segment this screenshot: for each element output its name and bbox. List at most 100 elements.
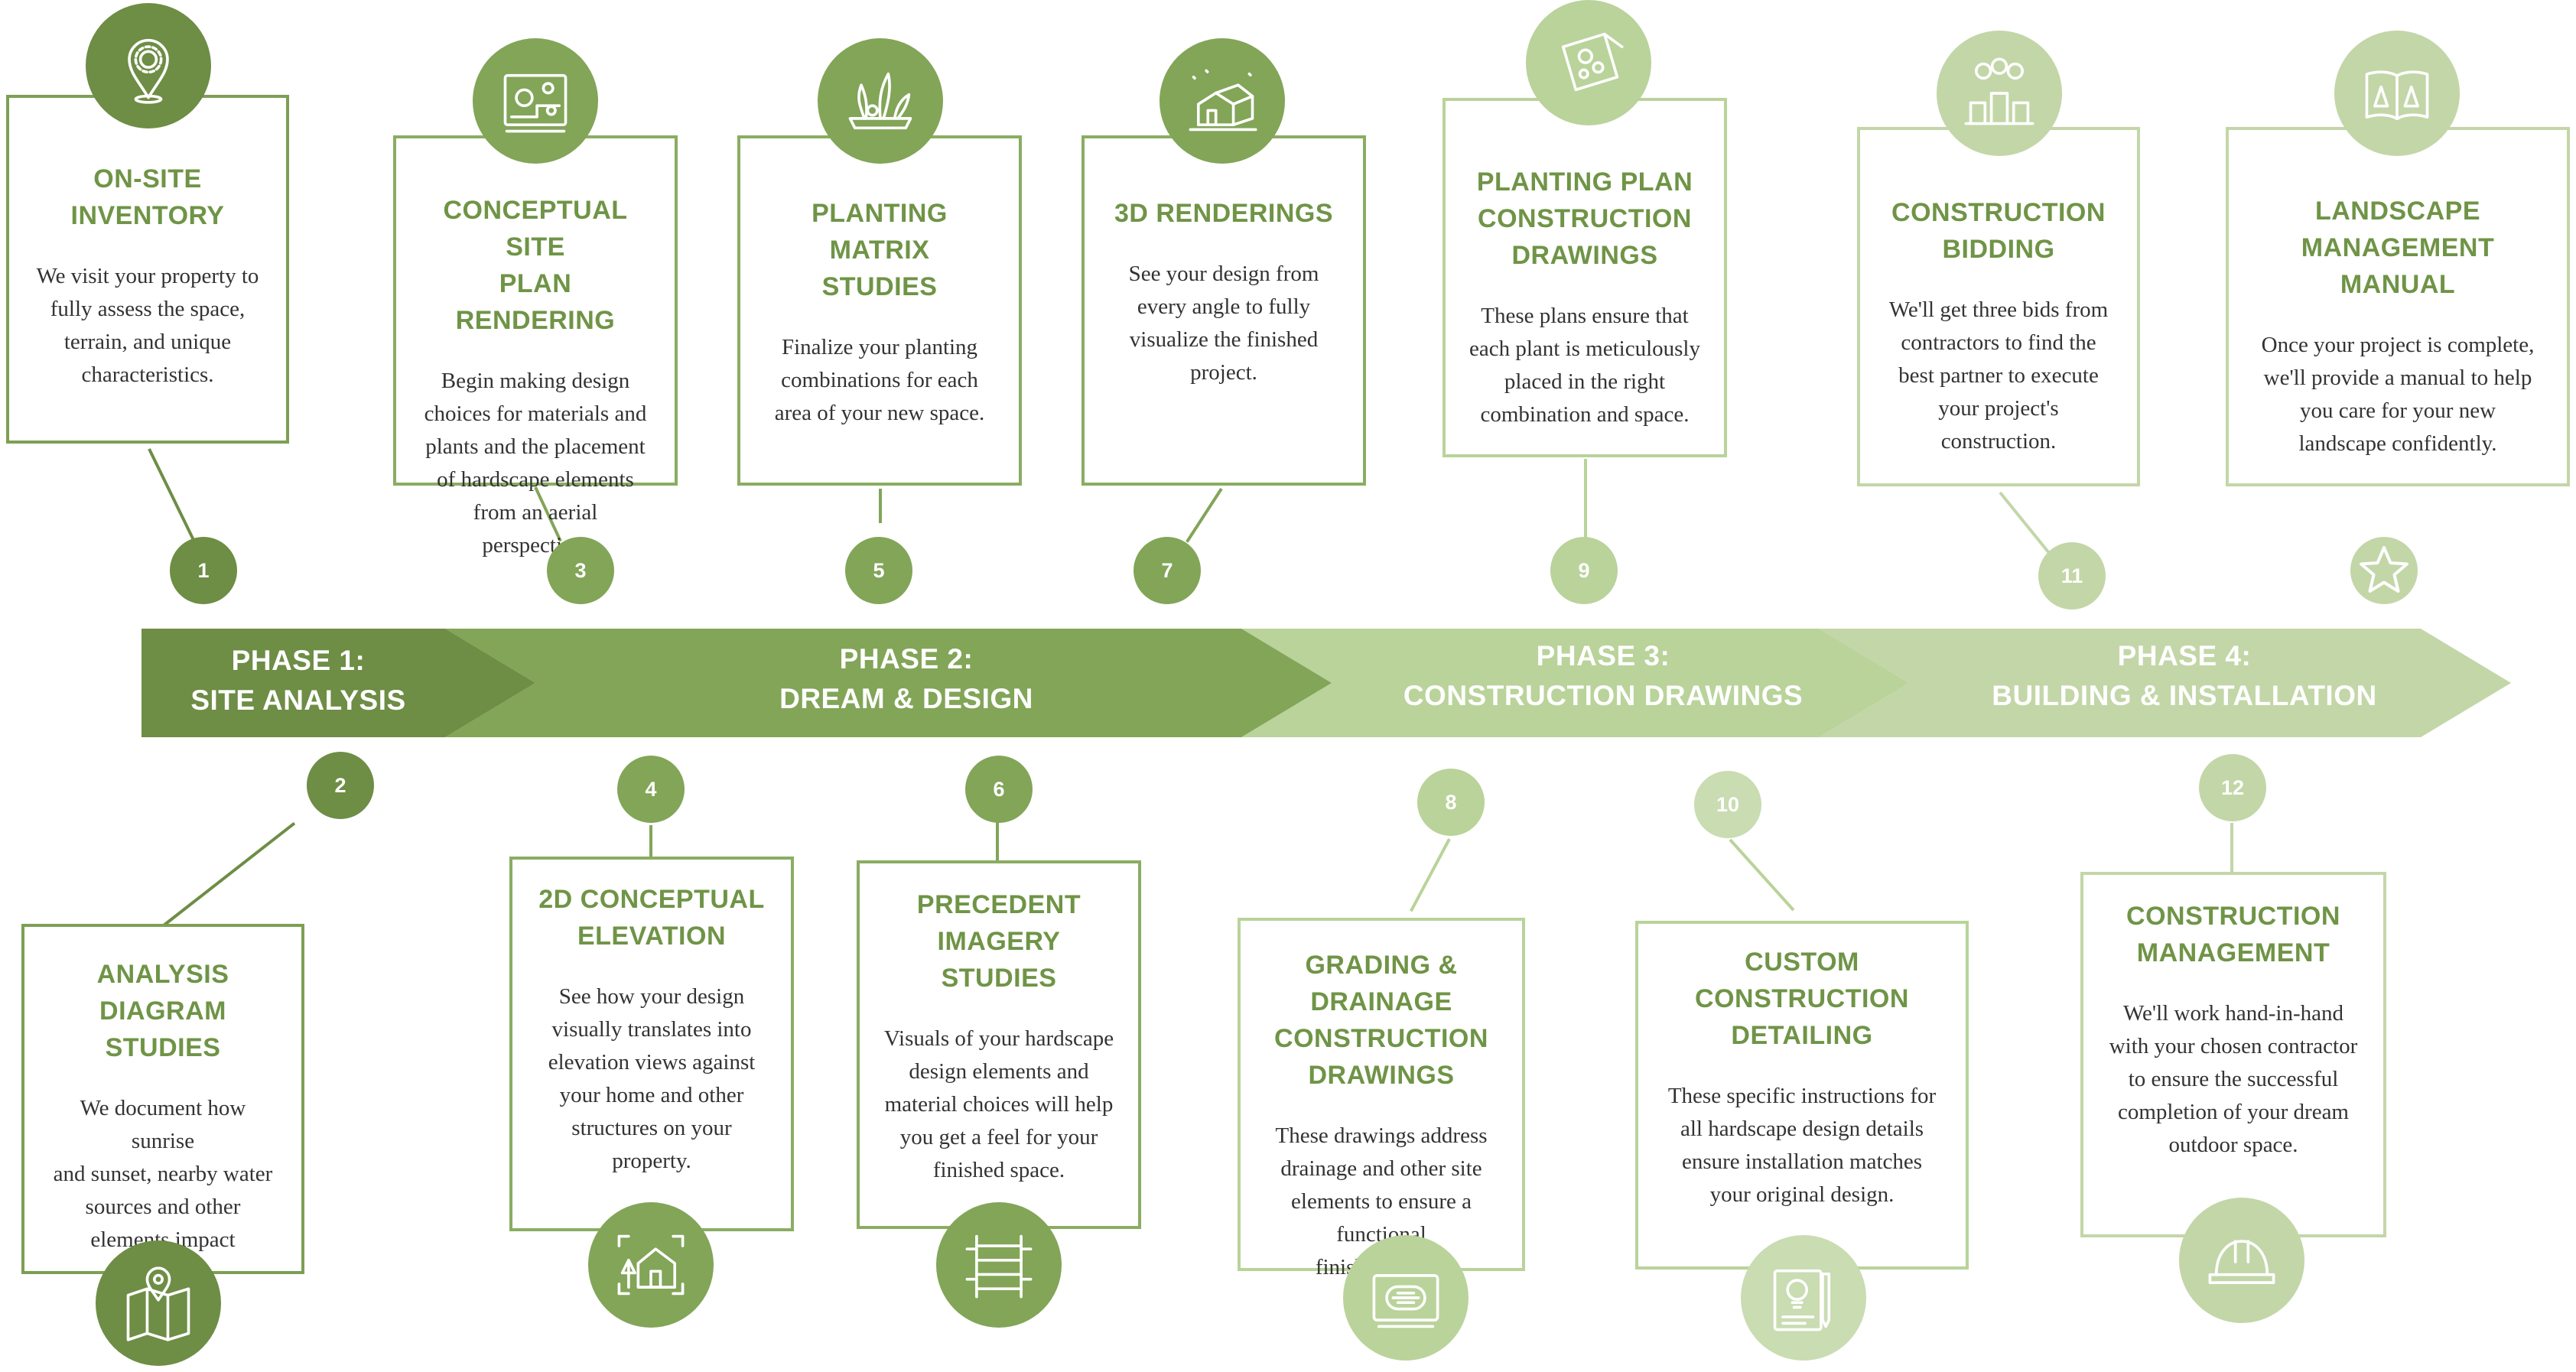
3d-house-icon bbox=[1189, 69, 1257, 132]
step-8-title: GRADING & DRAINAGE CONSTRUCTION DRAWINGS bbox=[1274, 951, 1488, 1090]
hard-hat-icon bbox=[2208, 1240, 2275, 1284]
step-8-card: GRADING & DRAINAGE CONSTRUCTION DRAWINGS… bbox=[1238, 918, 1525, 1279]
step-11-title: CONSTRUCTION BIDDING bbox=[1891, 198, 2106, 264]
phase-4-line2: BUILDING & INSTALLATION bbox=[1992, 680, 2377, 711]
phase-3-line2: CONSTRUCTION DRAWINGS bbox=[1403, 680, 1804, 711]
star-icon bbox=[2360, 546, 2408, 593]
step-8-icon-badge bbox=[1343, 1235, 1469, 1361]
step-9-number: 9 bbox=[1550, 537, 1618, 604]
step-5-card: PLANTING MATRIX STUDIES Finalize your pl… bbox=[737, 135, 1022, 486]
site-plan-icon bbox=[503, 73, 568, 133]
step-6-icon-badge bbox=[936, 1202, 1062, 1328]
phase-2-line2: DREAM & DESIGN bbox=[779, 683, 1033, 714]
step-7-body: See your design from every angle to full… bbox=[1128, 262, 1319, 385]
step-11-icon-badge bbox=[1937, 31, 2062, 156]
step-12-title: CONSTRUCTION MANAGEMENT bbox=[2126, 902, 2340, 967]
step-9-title: PLANTING PLAN CONSTRUCTION DRAWINGS bbox=[1476, 167, 1693, 270]
step-1-body: We visit your property to fully assess t… bbox=[36, 264, 259, 387]
step-3-number: 3 bbox=[547, 537, 614, 604]
step-7-card: 3D RENDERINGS See your design from every… bbox=[1081, 135, 1366, 486]
step-5-body: Finalize your planting combinations for … bbox=[774, 335, 985, 425]
step-11-body: We'll get three bids from contractors to… bbox=[1888, 297, 2109, 454]
step-4-number: 4 bbox=[617, 756, 685, 823]
step-11-number: 11 bbox=[2038, 542, 2106, 610]
step-2-icon-badge bbox=[96, 1240, 221, 1366]
step-7-title: 3D RENDERINGS bbox=[1114, 199, 1334, 228]
step-2-title: ANALYSIS DIAGRAM STUDIES bbox=[96, 960, 229, 1062]
step-12-icon-badge bbox=[2179, 1198, 2304, 1323]
step-4-title: 2D CONCEPTUAL ELEVATION bbox=[538, 885, 765, 951]
planting-plan-icon bbox=[1561, 32, 1624, 92]
step-1-icon-badge bbox=[86, 3, 211, 128]
step-1-number: 1 bbox=[170, 537, 237, 604]
step-4-card: 2D CONCEPTUAL ELEVATION See how your des… bbox=[509, 857, 794, 1231]
step-10-icon-badge bbox=[1741, 1235, 1866, 1361]
step-6-body: Visuals of your hardscape design element… bbox=[883, 1026, 1114, 1182]
plants-icon bbox=[848, 72, 912, 130]
step-6-title: PRECEDENT IMAGERY STUDIES bbox=[916, 890, 1081, 993]
manual-book-icon bbox=[2365, 70, 2429, 121]
step-12-number: 12 bbox=[2199, 754, 2266, 821]
phase-3-line1: PHASE 3: bbox=[1536, 640, 1670, 671]
connector-12 bbox=[2230, 823, 2233, 873]
step-10-body: These specific instructions for all hard… bbox=[1667, 1084, 1937, 1207]
step-1-title: ON-SITE INVENTORY bbox=[70, 164, 225, 230]
step-2-card: ANALYSIS DIAGRAM STUDIES We document how… bbox=[21, 924, 304, 1285]
step-3-body: Begin making design choices for material… bbox=[424, 369, 647, 558]
bridge-icon bbox=[965, 1234, 1033, 1299]
step-10-number: 10 bbox=[1694, 771, 1761, 838]
phase-1-arrow bbox=[141, 629, 535, 737]
house-elevation-icon bbox=[617, 1234, 685, 1296]
step-11-card: CONSTRUCTION BIDDING We'll get three bid… bbox=[1857, 127, 2140, 486]
drainage-drawing-icon bbox=[1372, 1274, 1439, 1328]
step-3-card: CONCEPTUAL SITE PLAN RENDERING Begin mak… bbox=[393, 135, 678, 558]
location-pin-gear-icon bbox=[128, 38, 169, 104]
phase-4-arrow bbox=[1819, 629, 2511, 737]
step-5-title: PLANTING MATRIX STUDIES bbox=[812, 199, 948, 301]
blueprint-detail-icon bbox=[1773, 1269, 1831, 1331]
step-3-title: CONCEPTUAL SITE PLAN RENDERING bbox=[443, 196, 628, 335]
connector-4 bbox=[649, 825, 652, 858]
step-12-card: CONSTRUCTION MANAGEMENT We'll work hand-… bbox=[2080, 872, 2386, 1237]
step-4-icon-badge bbox=[588, 1202, 714, 1328]
phase-3-label: PHASE 3: CONSTRUCTION DRAWINGS bbox=[1332, 636, 1875, 716]
phase-4-line1: PHASE 4: bbox=[2117, 640, 2252, 671]
step-6-number: 6 bbox=[965, 756, 1033, 823]
step-4-body: See how your design visually translates … bbox=[548, 984, 756, 1173]
step-9-body: These plans ensure that each plant is me… bbox=[1469, 304, 1700, 427]
step-10-title: CUSTOM CONSTRUCTION DETAILING bbox=[1695, 948, 1909, 1050]
connector-6 bbox=[996, 822, 999, 862]
step-1-card: ON-SITE INVENTORY We visit your property… bbox=[6, 95, 289, 444]
phase-4-label: PHASE 4: BUILDING & INSTALLATION bbox=[1909, 636, 2460, 716]
step-3-icon-badge bbox=[473, 38, 598, 164]
step-7-number: 7 bbox=[1134, 537, 1201, 604]
connector-9 bbox=[1584, 459, 1587, 540]
phase-1-line1: PHASE 1: bbox=[231, 645, 366, 676]
step-2-number: 2 bbox=[307, 752, 374, 819]
step-8-number: 8 bbox=[1417, 769, 1485, 836]
step-5-icon-badge bbox=[818, 38, 943, 164]
step-9-icon-badge bbox=[1526, 0, 1651, 125]
final-step-icon-badge bbox=[2334, 31, 2460, 156]
phase-1-line2: SITE ANALYSIS bbox=[190, 684, 406, 716]
final-step-body: Once your project is complete, we'll pro… bbox=[2261, 333, 2535, 456]
phase-2-arrow bbox=[445, 629, 1332, 737]
final-step-card: LANDSCAPE MANAGEMENT MANUAL Once your pr… bbox=[2226, 127, 2570, 486]
bids-icon bbox=[1964, 57, 2034, 125]
phase-3-arrow bbox=[1241, 629, 1909, 737]
phase-2-label: PHASE 2: DREAM & DESIGN bbox=[535, 639, 1277, 719]
phase-1-label: PHASE 1: SITE ANALYSIS bbox=[141, 641, 455, 720]
step-10-card: CUSTOM CONSTRUCTION DETAILING These spec… bbox=[1635, 921, 1969, 1270]
step-12-body: We'll work hand-in-hand with your chosen… bbox=[2109, 1001, 2358, 1157]
step-5-number: 5 bbox=[845, 537, 912, 604]
connector-5 bbox=[879, 489, 882, 523]
final-step-title: LANDSCAPE MANAGEMENT MANUAL bbox=[2301, 197, 2495, 299]
final-star-badge bbox=[2350, 537, 2418, 604]
phase-2-line1: PHASE 2: bbox=[839, 643, 974, 675]
step-6-card: PRECEDENT IMAGERY STUDIES Visuals of you… bbox=[857, 860, 1141, 1229]
step-9-card: PLANTING PLAN CONSTRUCTION DRAWINGS Thes… bbox=[1442, 98, 1727, 457]
map-pin-icon bbox=[126, 1266, 190, 1341]
step-7-icon-badge bbox=[1160, 38, 1285, 164]
